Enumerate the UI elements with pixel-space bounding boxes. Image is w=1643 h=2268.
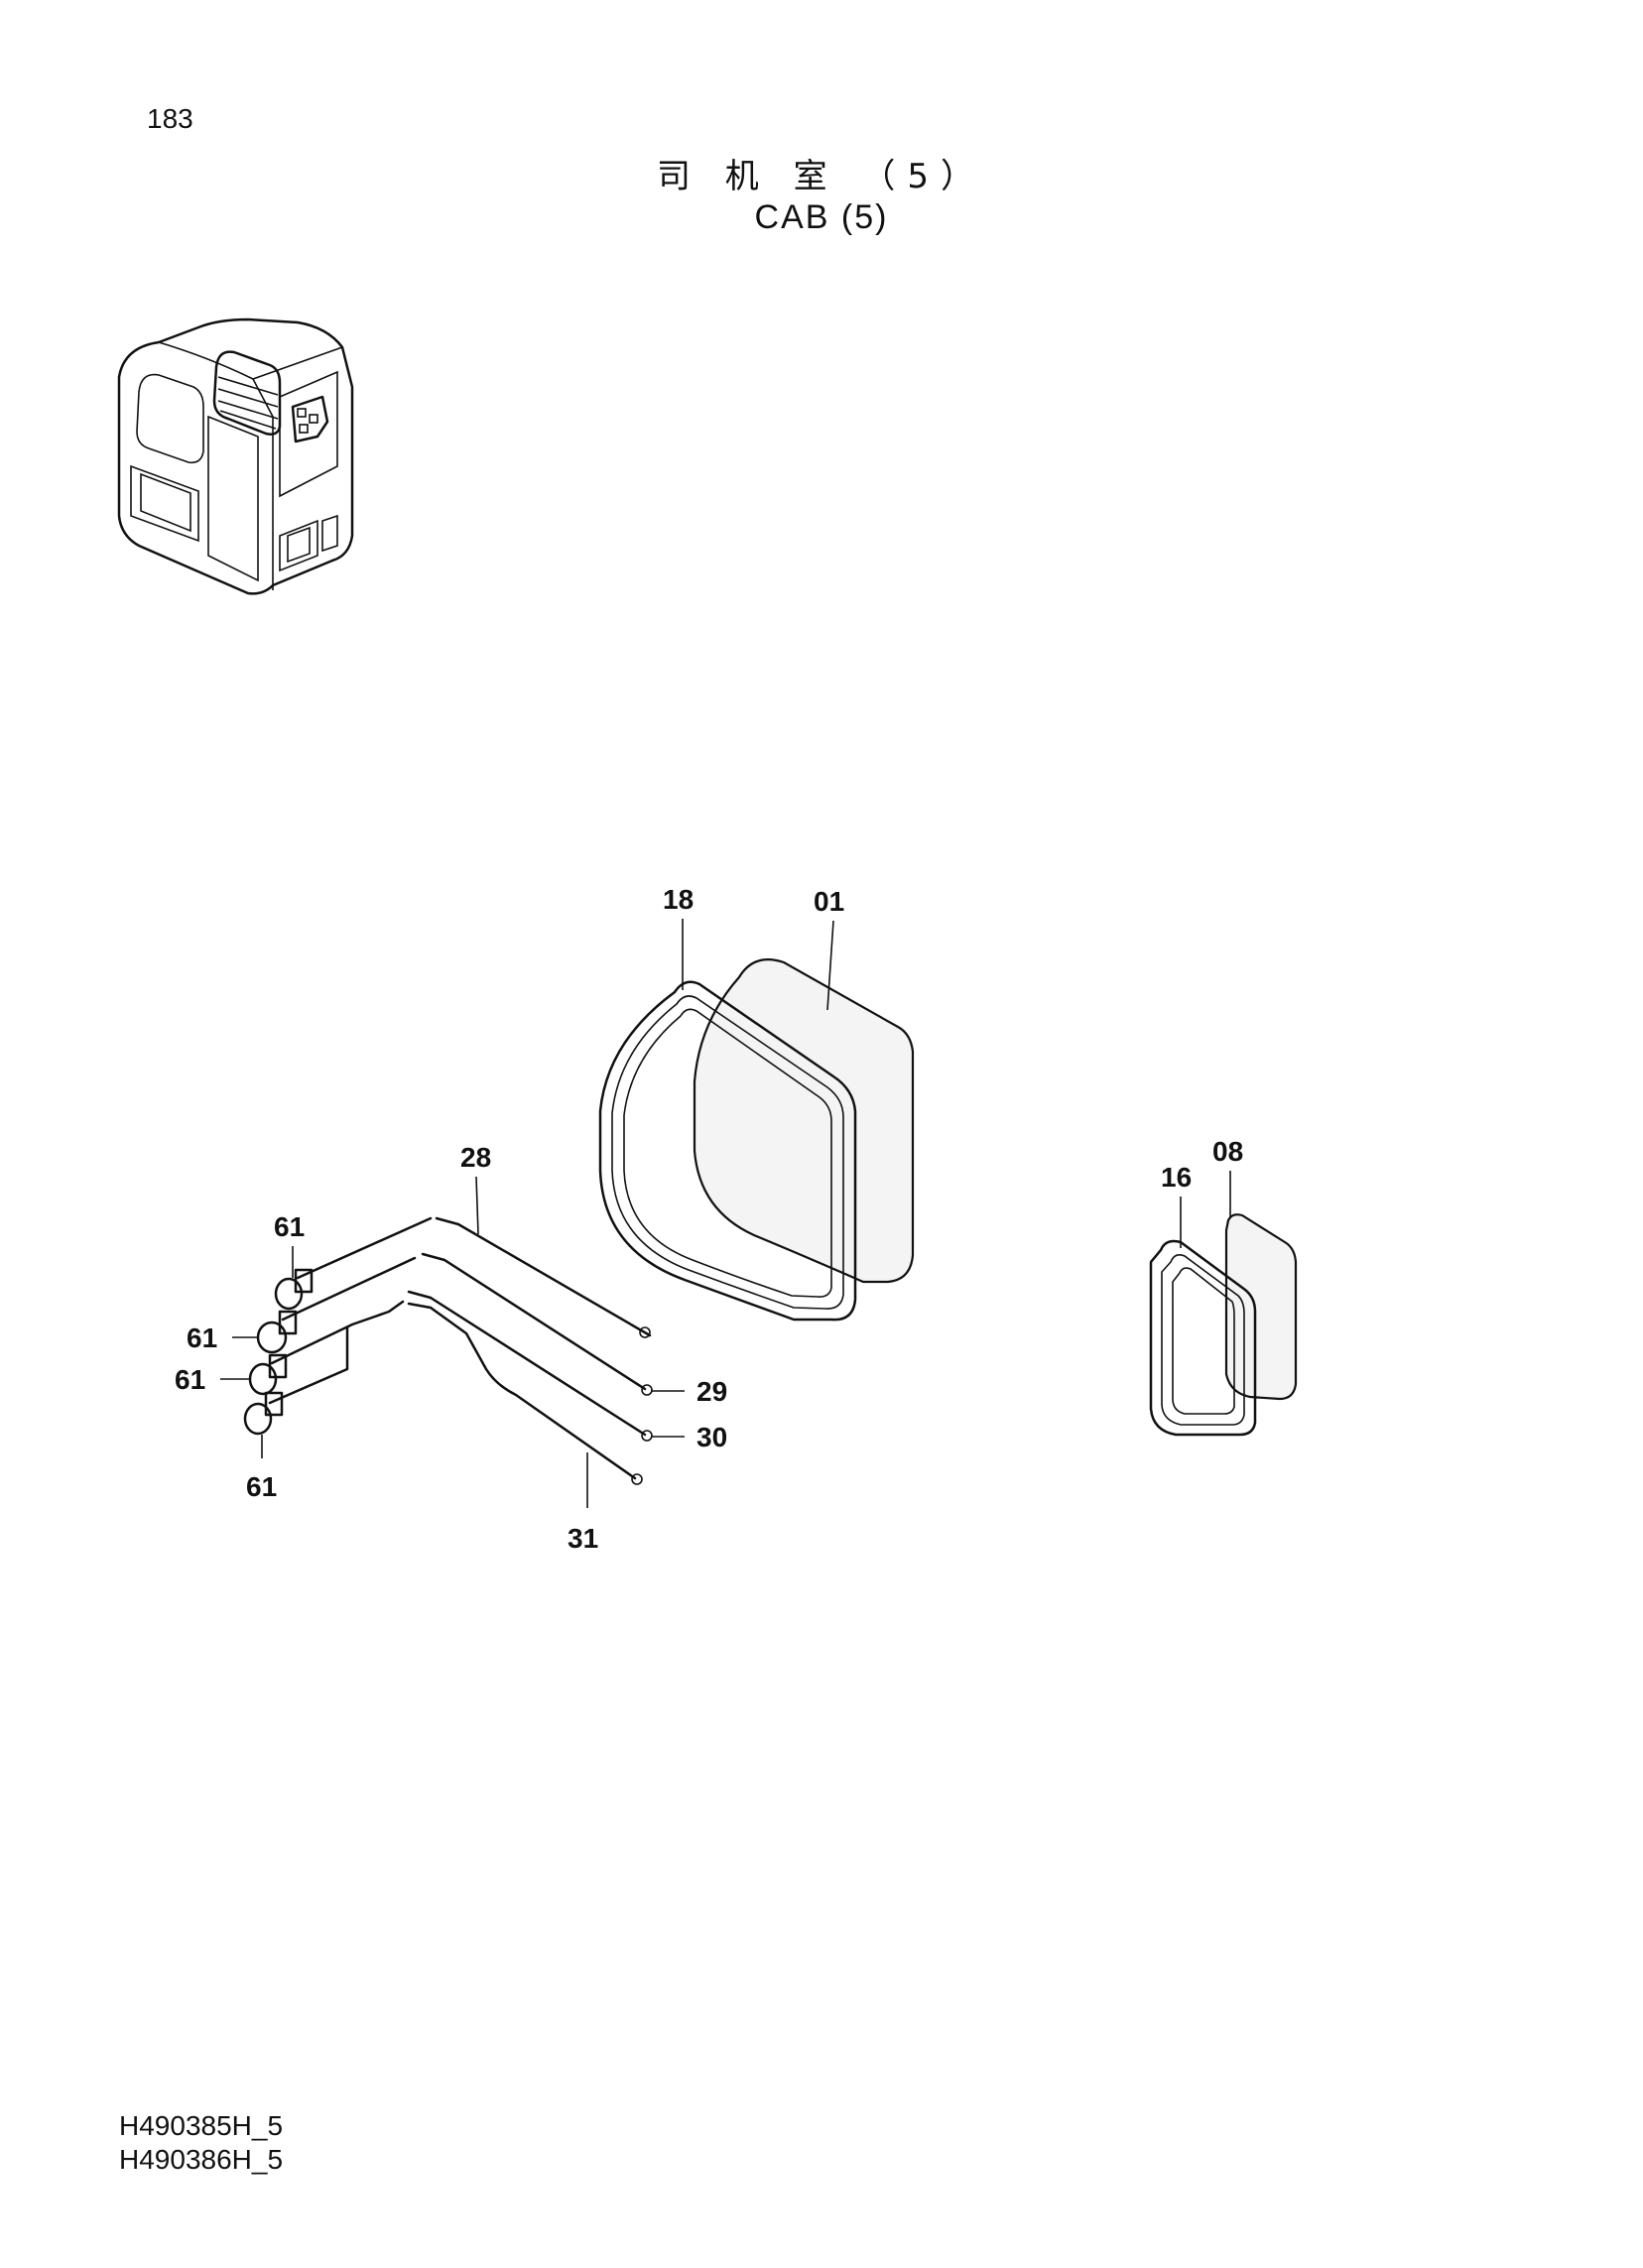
glass-panel-08 [1224,1213,1298,1401]
callout-61-c: 61 [175,1364,205,1395]
callout-61-b: 61 [187,1323,217,1353]
bolt-61-c [248,1300,405,1396]
callout-28: 28 [460,1142,491,1173]
callout-18: 18 [663,884,694,915]
callout-08: 08 [1212,1136,1243,1167]
rod-28 [435,1216,652,1338]
callout-16: 16 [1161,1162,1192,1193]
callout-29: 29 [696,1376,727,1407]
cab-overview-illustration [117,317,354,595]
drawing-codes: H490385H_5 H490386H_5 [119,2109,283,2177]
page-number: 183 [147,103,193,134]
page-title-english: CAB (5) [754,198,889,236]
leader-lines [220,919,1231,1508]
callout-30: 30 [696,1422,727,1452]
rod-31 [407,1302,643,1485]
drawing-code: H490385H_5 [119,2110,284,2141]
window-seal-18 [598,980,857,1322]
callout-61-d: 61 [246,1471,277,1502]
rod-30 [407,1290,653,1442]
highlighted-small-window [291,395,329,443]
drawing-code: H490386H_5 [119,2144,284,2175]
callout-01: 01 [814,886,844,917]
bolt-61-d [243,1325,349,1436]
callout-31: 31 [568,1523,598,1554]
bolt-61-a [274,1216,433,1311]
window-seal-16 [1149,1239,1257,1437]
glass-panel-01 [693,958,915,1284]
page-title-chinese: 司 机 室 （5） [656,157,987,196]
callout-61-a: 61 [274,1211,305,1242]
rod-29 [421,1252,653,1396]
highlighted-window-grille [212,350,282,436]
